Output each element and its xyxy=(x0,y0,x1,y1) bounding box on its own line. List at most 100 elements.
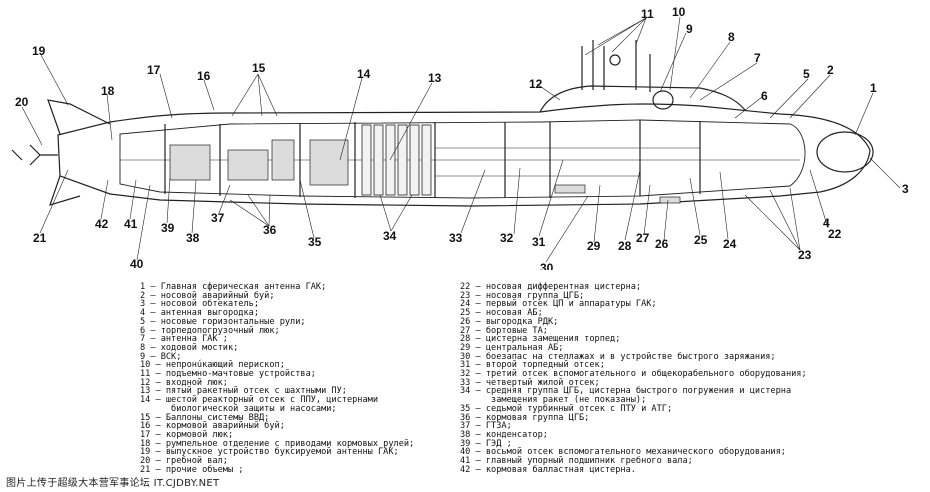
watermark: 图片上传于超级大本营军事论坛 IT.CJDBY.NET xyxy=(6,478,220,489)
propeller xyxy=(11,144,58,166)
legend-item: 26 – выгородка РДК; xyxy=(460,316,559,327)
callout-42: 42 xyxy=(95,217,109,231)
callout-23: 23 xyxy=(798,248,812,262)
legend-item: 7 – антенна ГАК ; xyxy=(140,334,228,345)
callout-6: 6 xyxy=(761,89,768,103)
callout-37: 37 xyxy=(211,211,225,225)
legend-item: 10 – непронúкающий перископ; xyxy=(140,360,285,371)
callout-10: 10 xyxy=(672,5,686,19)
legend-item: 24 – первый отсек ЦП и аппаратуры ГАК; xyxy=(460,299,657,310)
callout-36: 36 xyxy=(263,223,277,237)
callout-34: 34 xyxy=(383,229,397,243)
legend-item: 4 – антенная выгородка; xyxy=(140,308,259,319)
callout-30: 30 xyxy=(540,261,554,270)
legend-item: 42 – кормовая балластная цистерна. xyxy=(460,464,636,475)
legend-item: 19 – выпускное устройство буксируемой ан… xyxy=(140,447,399,458)
callout-29: 29 xyxy=(587,239,601,253)
callout-26: 26 xyxy=(655,237,669,251)
legend-item: 1 – Главная сферическая антенна ГАК; xyxy=(140,282,327,292)
legend-item: 38 – конденсатор; xyxy=(460,429,548,440)
legend-item: 14 – шестой реакторный отсек с ППУ, цист… xyxy=(140,395,378,406)
callout-3: 3 xyxy=(902,182,909,196)
callout-2: 2 xyxy=(827,63,834,77)
callout-7: 7 xyxy=(754,51,761,65)
legend-item: 8 – ходовой мостик; xyxy=(140,342,239,353)
legend-item: 33 – четвертый жилой отсек; xyxy=(460,377,600,388)
legend-item: 20 – гребной вал; xyxy=(140,456,228,467)
legend-item: 28 – цистерна замещения торпед; xyxy=(460,334,621,345)
sail xyxy=(539,85,746,113)
legend-item: 25 – носовая АБ; xyxy=(460,308,543,319)
legend-item: 21 – прочие объемы ; xyxy=(140,464,244,475)
legend-item: 41 – главный упорный подшипник гребного … xyxy=(460,456,693,467)
missile-tubes xyxy=(361,124,432,196)
callout-33: 33 xyxy=(449,231,463,245)
lower-rudder xyxy=(49,175,81,206)
legend-item: 40 – восьмой отсек вспомогательного меха… xyxy=(460,447,786,458)
callout-39: 39 xyxy=(161,221,175,235)
outer-hull xyxy=(57,103,871,207)
callout-15: 15 xyxy=(252,61,266,75)
callout-9: 9 xyxy=(686,22,693,36)
callout-1: 1 xyxy=(870,81,877,95)
legend-item: 29 – центральная АБ; xyxy=(460,342,564,353)
callout-18: 18 xyxy=(101,84,115,98)
legend-item: 22 – носовая дифферентная цистерна; xyxy=(460,282,642,292)
machinery xyxy=(169,139,681,204)
legend-item: замещения ракет (не показаны); xyxy=(460,395,647,406)
pressure-hull xyxy=(119,119,806,199)
callout-24: 24 xyxy=(723,237,737,251)
callout-12: 12 xyxy=(529,77,543,91)
legend-item: 12 – входной люк; xyxy=(140,377,228,388)
periscope-head xyxy=(609,54,621,66)
callout-16: 16 xyxy=(197,69,211,83)
legend-item: 2 – носовой аварийный буй; xyxy=(140,290,275,301)
legend-right: 22 – носовая дифферентная цистерна; 23 –… xyxy=(460,283,880,474)
legend-item: 23 – носовая группа ЦГБ; xyxy=(460,290,585,301)
callout-8: 8 xyxy=(728,30,735,44)
legend-item: 6 – торпедопогрузочный люк; xyxy=(140,325,280,336)
callout-41: 41 xyxy=(124,217,138,231)
callout-14: 14 xyxy=(357,67,371,81)
callout-31: 31 xyxy=(532,235,546,249)
callout-40: 40 xyxy=(130,257,144,270)
legend-item: 31 – второй торпедный отсек; xyxy=(460,360,605,371)
legend-item: 3 – носовой обтекатель; xyxy=(140,299,259,310)
legend-item: 13 – пятый ракетный отсек с шахтными ПУ; xyxy=(140,386,347,397)
bow-sonar-sphere xyxy=(816,131,874,173)
callout-28: 28 xyxy=(618,239,632,253)
legend-item: 35 – седьмой турбинный отсек с ПТУ и АТГ… xyxy=(460,403,673,414)
callout-17: 17 xyxy=(147,63,161,77)
legend-item: 15 – Баллоны системы ВВД; xyxy=(140,412,270,423)
callout-21: 21 xyxy=(33,231,47,245)
escape-capsule xyxy=(652,90,674,110)
callout-27: 27 xyxy=(636,231,650,245)
callout-32: 32 xyxy=(500,231,514,245)
callout-5: 5 xyxy=(803,67,810,81)
legend-item: 27 – бортовые ТА; xyxy=(460,325,548,336)
legend-item: 32 – третий отсек вспомогательного и общ… xyxy=(460,369,807,380)
callout-22: 22 xyxy=(828,227,842,241)
callout-11: 11 xyxy=(641,7,654,21)
legend-item: 18 – румпельное отделение с приводами ко… xyxy=(140,438,415,449)
legend-item: 39 – ГЭД ; xyxy=(460,438,512,449)
upper-rudder xyxy=(47,99,111,135)
legend-item: 11 – подъемно-мачтовые устройства; xyxy=(140,369,316,380)
legend-item: 17 – кормовой люк; xyxy=(140,429,234,440)
legend-item: 37 – ГТЗА; xyxy=(460,421,512,432)
leader-lines xyxy=(21,16,901,263)
legend-item: биологической защиты и насосами; xyxy=(140,403,337,414)
callout-19: 19 xyxy=(32,44,46,58)
legend-item: 16 – кормовой аварийный буй; xyxy=(140,421,285,432)
legend-item: 36 – кормовая группа ЦГБ; xyxy=(460,412,590,423)
callout-35: 35 xyxy=(308,235,322,249)
legend-item: 5 – носовые горизонтальные рули; xyxy=(140,316,306,327)
legend-item: 34 – средняя группа ЦГБ, цистерна быстро… xyxy=(460,386,792,397)
callout-4: 4 xyxy=(823,216,830,230)
submarine-diagram: 1 2 3 4 5 6 7 8 9 10 11 12 13 14 15 16 1… xyxy=(11,5,909,270)
callout-25: 25 xyxy=(694,233,708,247)
callout-38: 38 xyxy=(186,231,200,245)
callout-20: 20 xyxy=(15,95,29,109)
legend-item: 30 – боезапас на стеллажах и в устройств… xyxy=(460,351,776,362)
legend-item: 9 – ВСК; xyxy=(140,351,182,362)
